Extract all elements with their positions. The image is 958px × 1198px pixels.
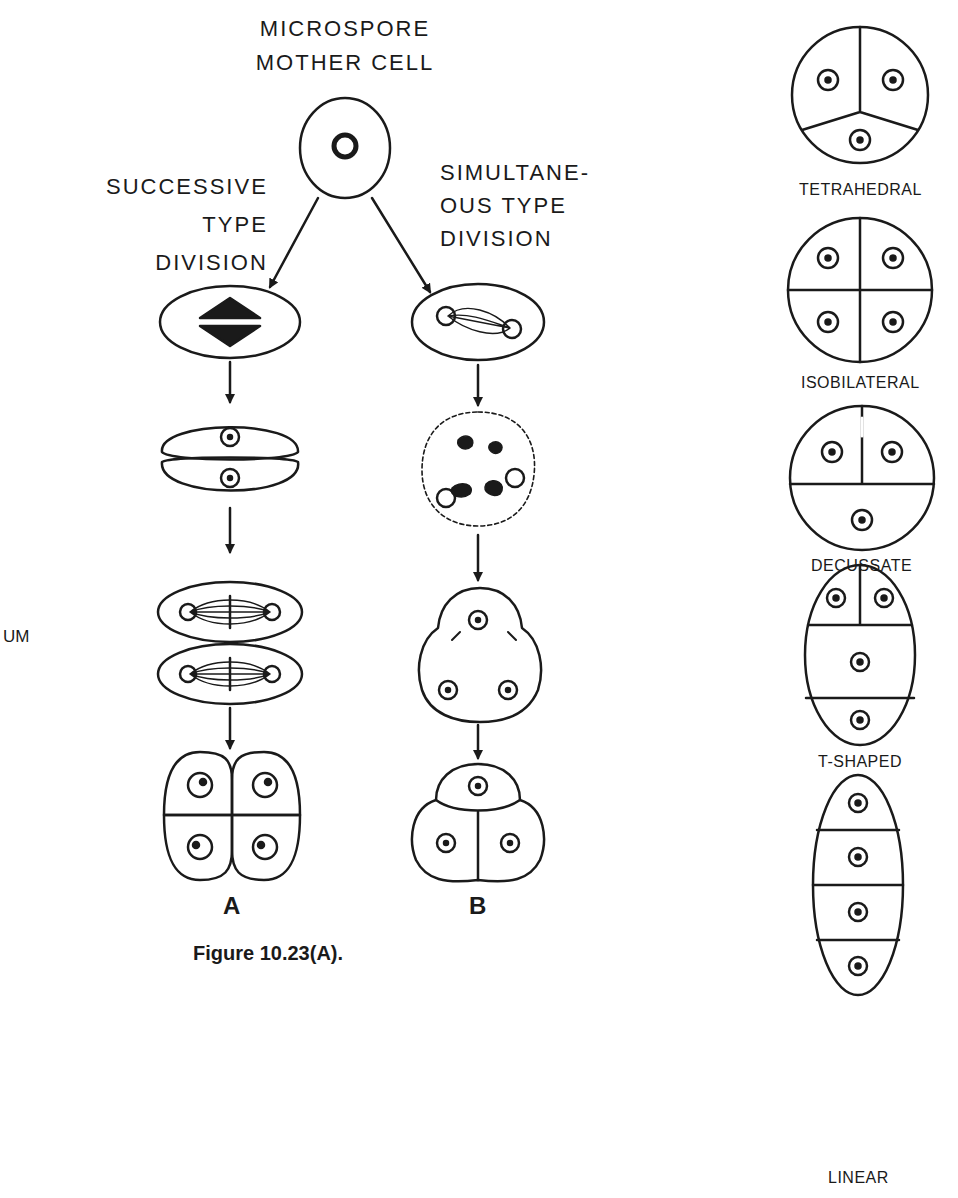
panel-letter: A — [223, 892, 240, 920]
division-type-label: SUCCESSIVE TYPE DIVISION — [106, 168, 268, 282]
cut-off-label: UM — [3, 626, 29, 648]
figure-caption: Figure 10.23(A). — [193, 940, 343, 966]
tetrad-type-label: TETRAHEDRAL — [799, 180, 922, 200]
cell-title: MICROSPORE MOTHER CELL — [225, 12, 465, 80]
tetrad-type-label: T-SHAPED — [818, 752, 902, 772]
division-type-label: SIMULTANE- OUS TYPE DIVISION — [440, 156, 590, 255]
panel-letter: B — [469, 892, 486, 920]
tetrad-type-label: DECUSSATE — [811, 556, 912, 576]
tetrad-type-label: LINEAR — [828, 1168, 889, 1188]
tetrad-type-label: ISOBILATERAL — [801, 373, 920, 393]
